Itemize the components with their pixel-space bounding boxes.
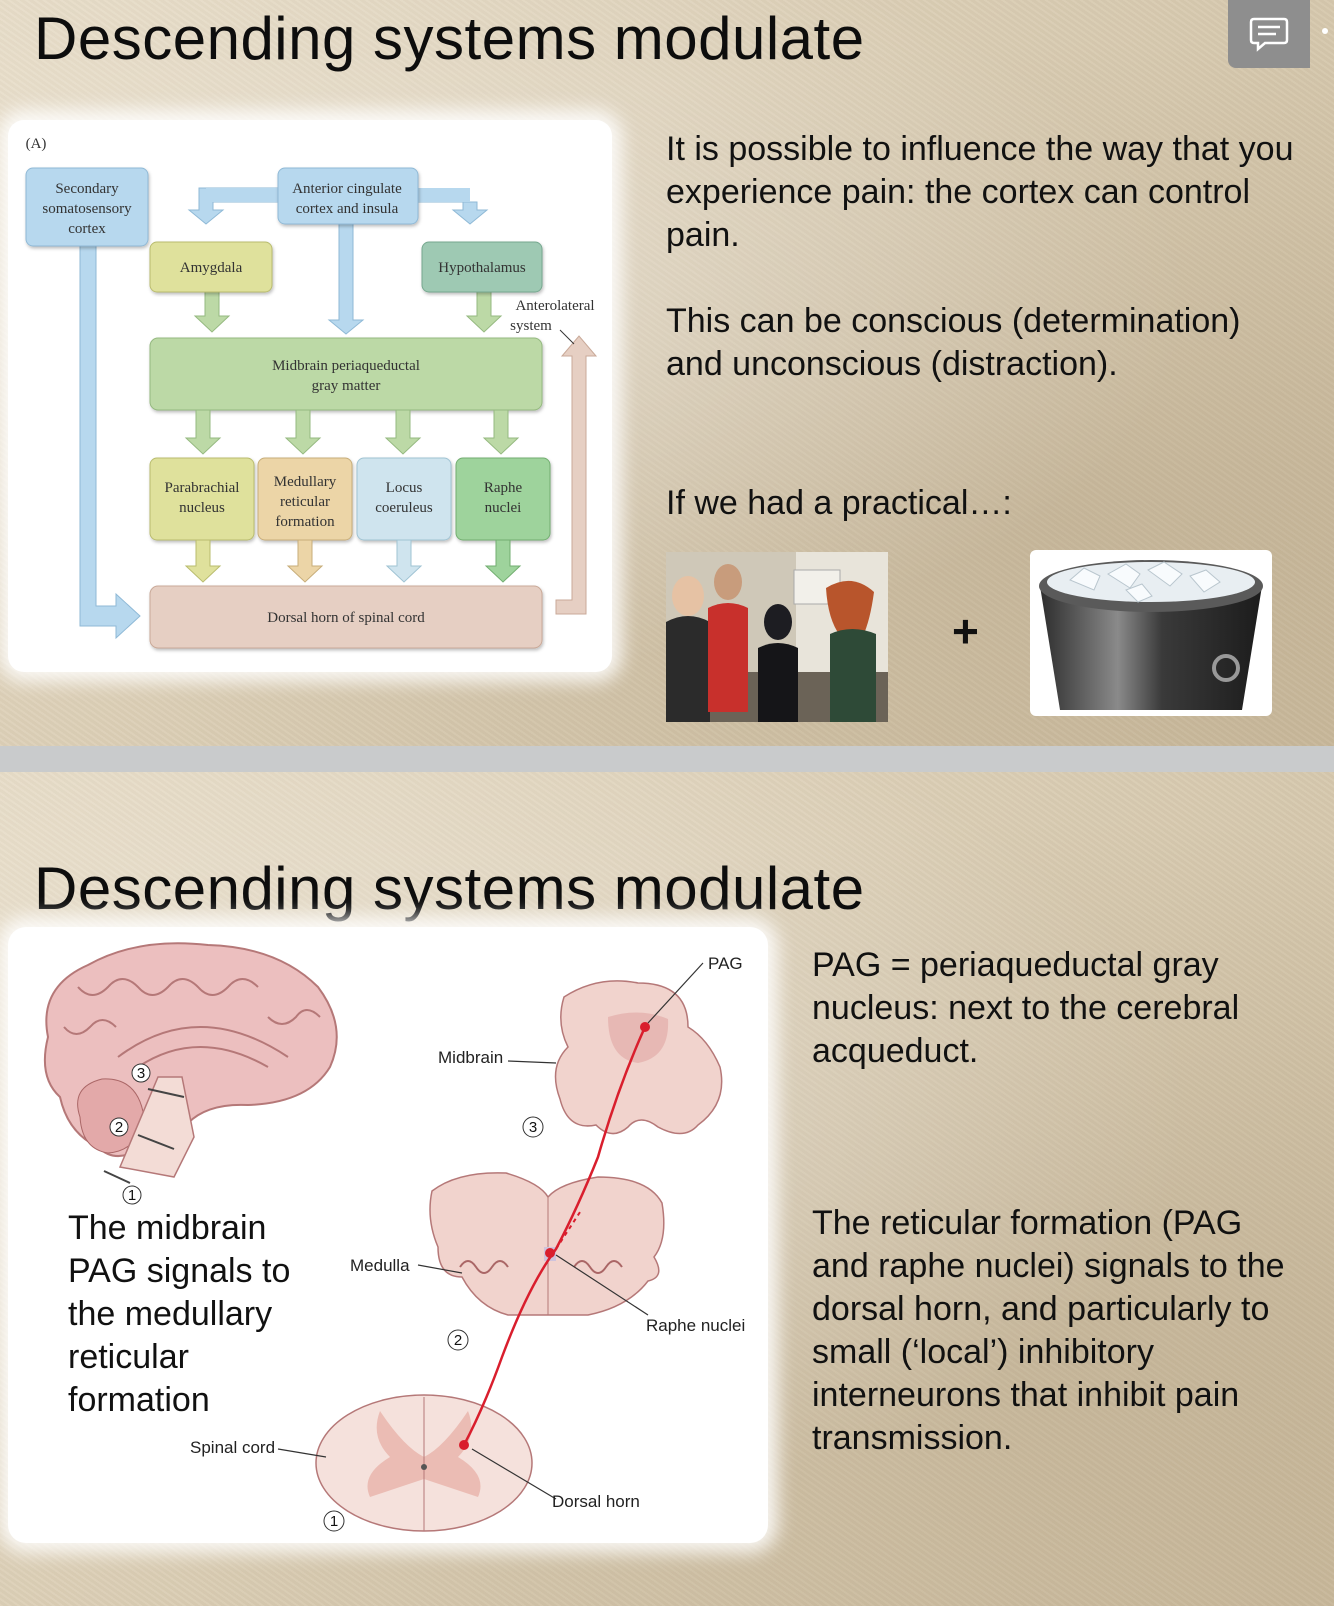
slide-1-title: Descending systems modulate <box>34 5 865 72</box>
pathway-diagram: (A) <box>25 136 598 649</box>
box-secondary-line2: somatosensory <box>42 201 132 217</box>
anterolateral-arrow <box>555 335 598 615</box>
slide-1-text-3: If we had a practical…: <box>666 484 1012 522</box>
box-anterior-cingulate <box>277 167 419 225</box>
marker-2-brain: 2 <box>115 1119 123 1136</box>
box-medullary-line1: Medullary <box>274 474 337 490</box>
box-locus-coeruleus <box>356 457 452 541</box>
cortical-arrows <box>79 187 489 640</box>
label-spinal-cord: Spinal cord <box>190 1438 275 1457</box>
panel-label: (A) <box>26 136 47 152</box>
box-amygdala <box>149 241 273 293</box>
marker-3-section: 3 <box>529 1119 537 1136</box>
nuclei-arrows <box>184 539 522 583</box>
box-raphe-nuclei <box>455 457 551 541</box>
box-medullary-line3: formation <box>275 514 335 530</box>
box-locus-line2: coeruleus <box>375 500 433 516</box>
box-midbrain-line1: Midbrain periaqueductal <box>272 358 420 374</box>
box-secondary-line3: cortex <box>68 221 106 237</box>
label-dorsal-horn: Dorsal horn <box>552 1492 640 1511</box>
slide-2-text-2: The reticular formation (PAG and raphe n… <box>812 1204 1285 1457</box>
marker-3-brain: 3 <box>137 1065 145 1082</box>
box-hypothalamus-label: Hypothalamus <box>438 260 526 276</box>
box-hypothalamus <box>421 241 543 293</box>
slide-2: Descending systems modulate <box>0 772 1334 1606</box>
box-parabrachial-line1: Parabrachial <box>165 480 240 496</box>
slide-1: Descending systems modulate (A) <box>0 0 1334 746</box>
box-medullary-line2: reticular <box>280 494 330 510</box>
brainstem-figure-panel: 3 2 1 <box>8 927 768 1543</box>
box-parabrachial-line2: nucleus <box>179 500 225 516</box>
label-raphe-nuclei: Raphe nuclei <box>646 1316 745 1335</box>
midbrain-arrows <box>184 409 520 455</box>
midbrain-section-illustration <box>554 980 723 1135</box>
students-photo <box>666 552 888 722</box>
label-pag: PAG <box>708 954 743 973</box>
plus-sign: + <box>952 605 979 657</box>
slide-1-text-2: This can be conscious (determination) an… <box>666 302 1241 383</box>
box-midbrain-pag <box>149 337 543 411</box>
ice-bucket-image <box>1030 550 1272 716</box>
box-raphe-line2: nuclei <box>485 500 522 516</box>
box-anterior-line1: Anterior cingulate <box>292 181 402 197</box>
box-dorsal-horn <box>149 585 543 649</box>
comment-icon <box>1249 17 1289 52</box>
more-dot[interactable] <box>1322 28 1328 34</box>
label-medulla: Medulla <box>350 1256 410 1275</box>
slide-1-text-1: It is possible to influence the way that… <box>666 130 1294 254</box>
slide-2-text-1: PAG = periaqueductal gray nucleus: next … <box>812 946 1240 1070</box>
brain-sagittal-illustration <box>43 942 338 1184</box>
box-secondary-somatosensory <box>25 167 149 247</box>
marker-1-brain: 1 <box>128 1187 136 1204</box>
limbic-arrows <box>193 291 503 333</box>
box-midbrain-line2: gray matter <box>312 378 381 394</box>
box-amygdala-label: Amygdala <box>180 260 243 276</box>
marker-1-section: 1 <box>330 1513 338 1530</box>
box-secondary-line1: Secondary <box>55 181 119 197</box>
box-raphe-line1: Raphe <box>484 480 523 496</box>
pathway-diagram-panel: (A) <box>8 120 612 672</box>
anterolateral-line2: system <box>510 318 552 334</box>
slide-2-caption: The midbrain PAG signals to the medullar… <box>68 1209 291 1419</box>
box-anterior-line2: cortex and insula <box>296 201 399 217</box>
box-dorsal-label: Dorsal horn of spinal cord <box>267 610 425 626</box>
brainstem-figure: 3 2 1 <box>43 942 745 1532</box>
label-midbrain: Midbrain <box>438 1048 503 1067</box>
anterolateral-line1: Anterolateral <box>515 298 594 314</box>
box-parabrachial <box>149 457 255 541</box>
medulla-section-illustration <box>429 1172 665 1316</box>
slide-2-title: Descending systems modulate <box>34 855 865 922</box>
spinal-cord-section-illustration <box>315 1394 533 1532</box>
box-locus-line1: Locus <box>386 480 423 496</box>
marker-2-section: 2 <box>454 1332 462 1349</box>
comment-button[interactable] <box>1228 0 1328 68</box>
